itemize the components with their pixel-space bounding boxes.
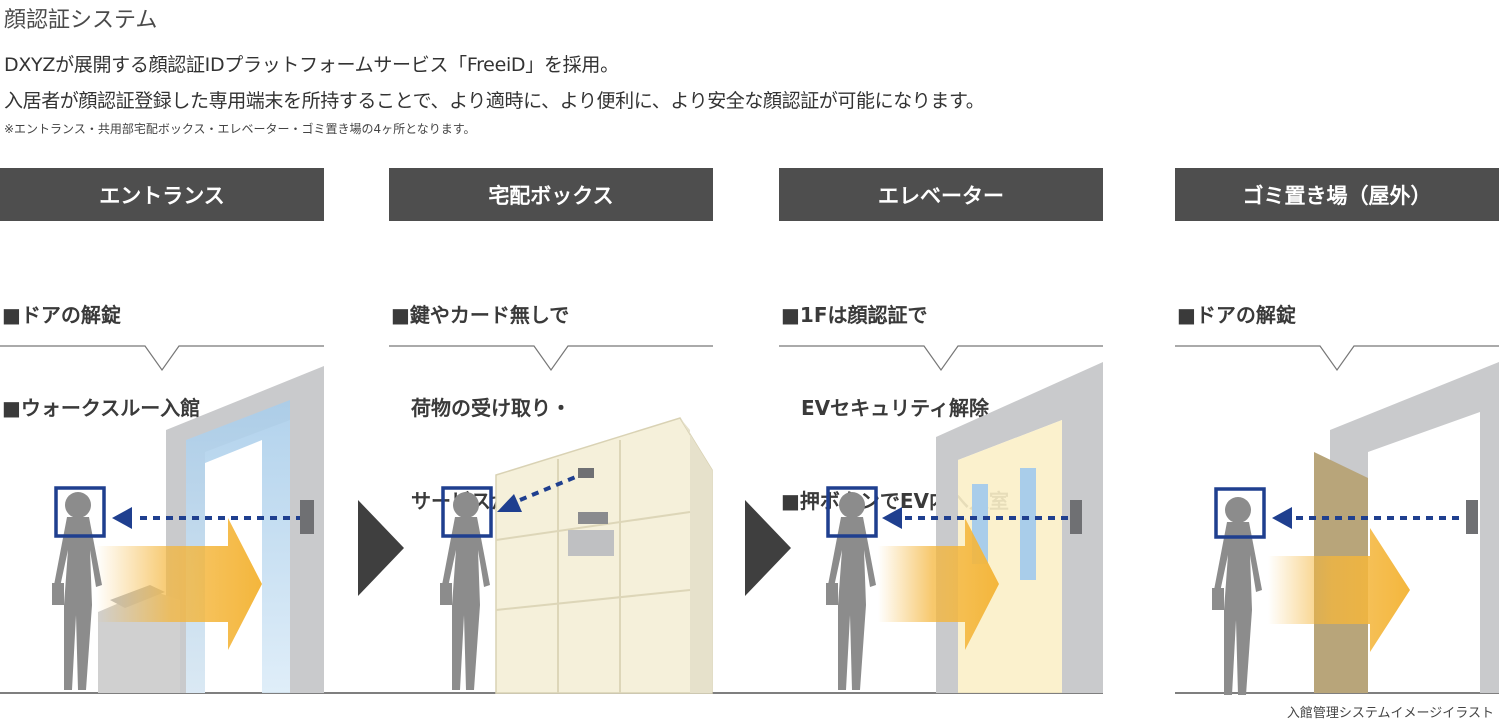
entrance-illustration	[52, 366, 324, 693]
illustration-caption: 入館管理システムイメージイラスト	[1286, 706, 1494, 721]
desc-line: ■鍵やカード無しで	[391, 303, 570, 327]
intro-note: ※エントランス・共用部宅配ボックス・エレベーター・ゴミ置き場の4ヶ所となります。	[4, 122, 476, 136]
panel-desc-entrance: ■ドアの解錠 ■ウォークスルー入館	[2, 238, 200, 455]
intro-line-1: DXYZが展開する顔認証IDプラットフォームサービス「FreeiD」を採用。	[4, 54, 619, 76]
notch-line-garbage	[1175, 345, 1499, 372]
panel-header-entrance: エントランス	[0, 168, 324, 221]
desc-line: ■ウォークスルー入館	[2, 396, 201, 420]
desc-line: 荷物の受け取り・	[391, 396, 571, 420]
elevator-illustration	[826, 362, 1103, 693]
panel-desc-garbage: ■ドアの解錠	[1177, 238, 1296, 362]
notch-line-elevator	[779, 345, 1103, 372]
desc-line: ■ドアの解錠	[1177, 303, 1296, 327]
desc-line: ■1Fは顔認証で	[781, 303, 928, 327]
intro-line-2: 入居者が顔認証登録した専用端末を所持することで、より適時に、より便利に、より安全…	[4, 90, 985, 112]
page-title: 顔認証システム	[4, 8, 158, 33]
panel-header-elevator: エレベーター	[779, 168, 1103, 221]
desc-line: ■ドアの解錠	[2, 303, 121, 327]
panel-header-garbage: ゴミ置き場（屋外）	[1175, 168, 1499, 221]
desc-line: EVセキュリティ解除	[781, 396, 989, 420]
garbage-area-illustration	[1212, 362, 1499, 695]
panel-header-delivery-box: 宅配ボックス	[389, 168, 713, 221]
flow-chevron-1	[358, 500, 404, 596]
flow-chevron-2	[745, 500, 791, 596]
notch-line-entrance	[0, 345, 324, 372]
notch-line-delivery	[389, 345, 713, 372]
delivery-box-illustration	[440, 417, 713, 694]
